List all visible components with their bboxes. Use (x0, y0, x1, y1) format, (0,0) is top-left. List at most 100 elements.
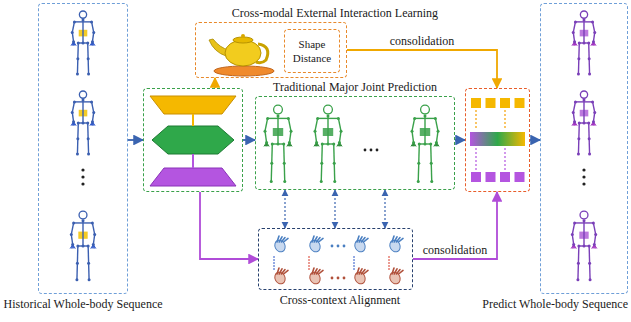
encoder-green (152, 126, 234, 154)
bone (92, 22, 94, 33)
sequence-box: Predict Whole-body Sequence (540, 3, 628, 294)
joint (337, 117, 340, 120)
joint (271, 143, 274, 146)
box-heading: Cross-context Alignment (280, 293, 400, 307)
bone (588, 123, 590, 139)
bone (593, 102, 595, 113)
joint (573, 40, 576, 43)
encoder-yellow (150, 96, 236, 114)
bone (78, 245, 88, 246)
bone (419, 143, 430, 144)
edge-label: consolidation (422, 243, 489, 257)
bone (87, 123, 89, 139)
ellipsis-dot (364, 149, 367, 152)
joint (92, 111, 95, 114)
bone (430, 144, 432, 163)
box-heading: Cross-modal External Interaction Learnin… (232, 6, 438, 20)
bone (431, 163, 433, 181)
joint (277, 143, 280, 146)
finger (399, 238, 403, 242)
joint (76, 245, 79, 248)
joint (574, 20, 577, 23)
joint (70, 233, 73, 236)
joint (593, 243, 596, 246)
bone (74, 222, 93, 223)
finger (319, 238, 323, 242)
joint (287, 117, 290, 120)
joint (270, 162, 273, 165)
bone (577, 263, 579, 280)
joint (572, 111, 575, 114)
prediction-box: Traditional Major Joint Prediction (255, 96, 455, 190)
joint (434, 117, 437, 120)
joint (77, 122, 80, 125)
joint (93, 233, 96, 236)
bone (87, 139, 89, 154)
bone (578, 123, 580, 139)
joint (71, 111, 74, 114)
ellipsis-dot (337, 245, 340, 248)
joint (594, 233, 597, 236)
bone (93, 234, 94, 244)
bone (92, 102, 94, 113)
bone (87, 246, 89, 263)
bone (578, 246, 580, 263)
joint (277, 115, 280, 118)
hand-icon (388, 236, 403, 254)
flow-arrow (455, 139, 465, 141)
bone (288, 118, 291, 131)
joint (320, 180, 323, 183)
box-heading: Historical Whole-body Sequence (3, 297, 162, 311)
joint (583, 18, 586, 21)
joint (588, 137, 591, 140)
bone (72, 102, 74, 113)
joint (577, 73, 580, 76)
joint (437, 130, 440, 133)
joint (315, 141, 318, 144)
fused-bar (470, 132, 525, 146)
head (421, 105, 430, 114)
bone (418, 144, 420, 163)
bone (88, 263, 90, 280)
finger (392, 268, 394, 274)
joint (327, 115, 330, 118)
teapot-knob (241, 34, 245, 38)
joint (413, 117, 416, 120)
encoder-purple (150, 168, 236, 186)
skeleton-figure (264, 105, 293, 183)
joint (82, 122, 85, 125)
ellipsis-dot (343, 277, 346, 280)
feature-square (500, 172, 510, 182)
joint (424, 115, 427, 118)
joint (282, 143, 285, 146)
bone (71, 234, 72, 244)
align-arrow (274, 256, 275, 270)
finger (277, 236, 279, 242)
joint (82, 98, 85, 101)
bone (271, 163, 273, 181)
joint (82, 42, 85, 45)
joint (332, 143, 335, 146)
bone (435, 118, 438, 131)
interaction-box: ShapeDistanceCross-modal External Intera… (195, 22, 347, 78)
joint (82, 245, 85, 248)
finger (284, 270, 288, 274)
joint (417, 162, 420, 165)
bone (333, 144, 335, 163)
feature-square (500, 98, 510, 108)
joint (592, 40, 595, 43)
encoder-link (192, 114, 194, 126)
align-arrow (389, 256, 390, 270)
joint (583, 42, 586, 45)
joint (283, 180, 286, 183)
bone (338, 118, 341, 131)
finger (312, 236, 314, 242)
bone (334, 163, 336, 181)
skeleton-figure (572, 91, 596, 156)
joint (589, 278, 592, 281)
bone (588, 139, 590, 154)
skeleton-figure (571, 211, 597, 281)
skeleton-figure (71, 91, 95, 156)
joint (588, 153, 591, 156)
